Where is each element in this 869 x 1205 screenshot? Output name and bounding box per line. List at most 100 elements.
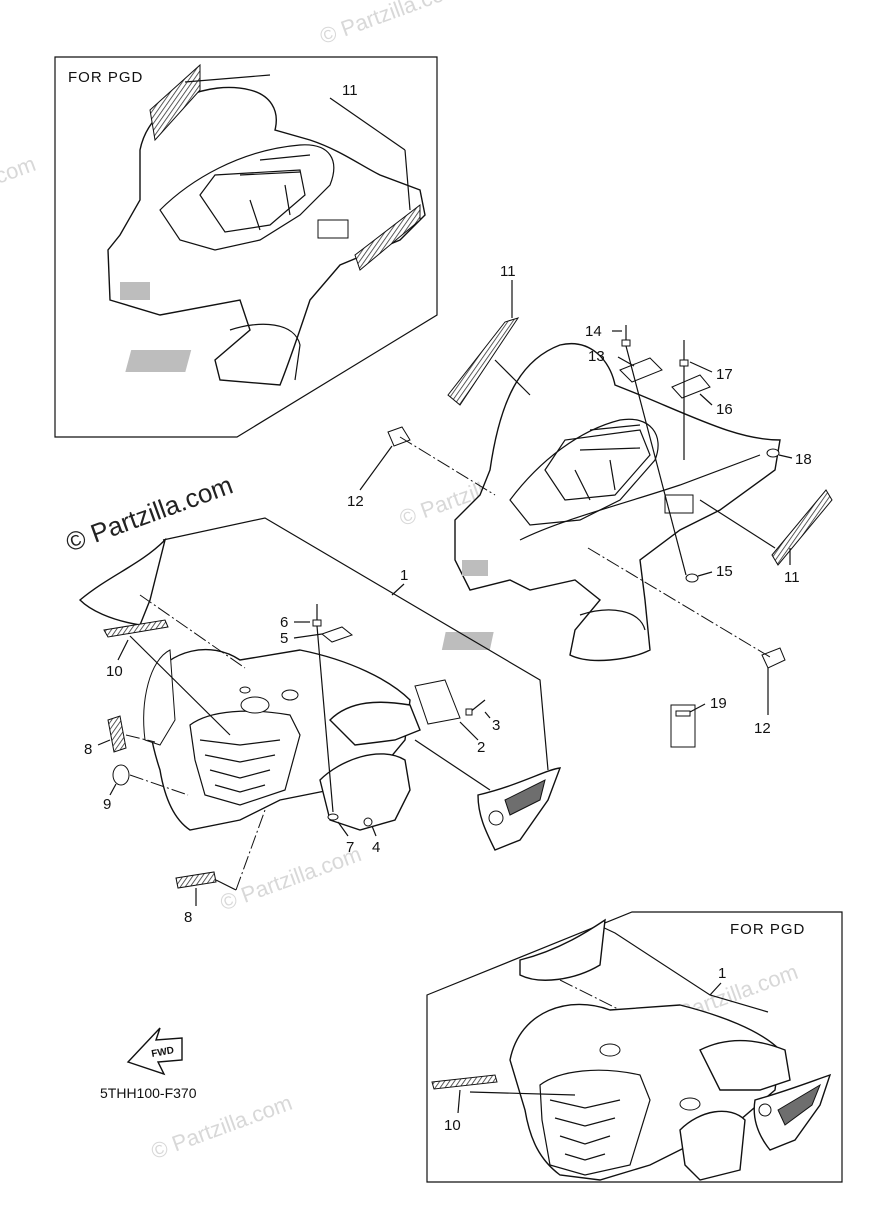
yamaha-logo	[488, 810, 504, 826]
callout-15: 15	[716, 563, 733, 580]
part-6-head	[312, 619, 322, 627]
part-4-grommet	[363, 817, 373, 827]
part-10-decal-br	[431, 1074, 498, 1090]
part-10-decal	[103, 619, 169, 638]
leader-11	[184, 74, 271, 83]
callout-6: 6	[280, 614, 288, 631]
front-panel-upper-br	[519, 918, 606, 981]
leader-8-upper	[97, 739, 111, 746]
part-7-grommet	[327, 813, 339, 821]
part-8-reflector-upper	[107, 715, 127, 753]
seat-well-main	[509, 418, 659, 526]
pgd-box-top-left: FOR PGD 11	[54, 56, 438, 438]
headlight-left	[240, 696, 270, 714]
seat-well	[159, 144, 335, 251]
front-fender-right-wing	[329, 701, 421, 746]
callout-13: 13	[588, 348, 605, 365]
leader-17	[689, 361, 713, 373]
leader-13	[617, 356, 635, 367]
leader-11-lower-b	[699, 499, 776, 549]
callout-18: 18	[795, 451, 812, 468]
callout-11-upper: 11	[500, 263, 516, 280]
callout-11: 11	[342, 82, 358, 99]
part-2-plate	[414, 679, 461, 725]
part-16-plate	[671, 374, 711, 399]
fwd-arrow-icon	[126, 1027, 183, 1076]
callout-4: 4	[372, 839, 380, 856]
leader-1-side-decal	[414, 739, 491, 791]
front-grille	[199, 739, 281, 793]
leader-10-br	[457, 1089, 461, 1114]
fastener-hole-br	[599, 1043, 621, 1057]
decal-11-lower	[771, 489, 833, 566]
part-18-grommet	[766, 448, 780, 458]
callout-1: 1	[400, 567, 408, 584]
part-13-plate	[619, 357, 663, 383]
cavity-detail-main	[574, 424, 641, 501]
callout-17: 17	[716, 366, 733, 383]
part-9-reflector-round	[112, 764, 130, 786]
fastener-hole-br-2	[679, 1097, 701, 1111]
watermark-text: © Partzilla.com	[316, 0, 464, 49]
part-5-plate	[320, 626, 354, 643]
callout-5: 5	[280, 630, 288, 647]
yfm-emblem-main	[441, 632, 494, 650]
front-side-decal-graphic-br	[777, 1083, 822, 1126]
leader-8-lower-b	[215, 879, 237, 891]
watermark-text: © Partzilla.com	[0, 151, 39, 225]
front-grille-br	[549, 1099, 621, 1161]
rear-fender-main	[454, 343, 781, 662]
callout-9: 9	[103, 796, 111, 813]
leader-1	[391, 583, 405, 596]
yfm-emblem-main-side	[462, 560, 488, 576]
callout-8-upper: 8	[84, 741, 92, 758]
callout-8-lower: 8	[184, 909, 192, 926]
callout-7: 7	[346, 839, 354, 856]
leader-3	[484, 711, 491, 719]
part-3-head	[465, 708, 473, 716]
box-1-outline	[162, 517, 549, 771]
leader-11c	[404, 149, 411, 211]
part-19-card-detail	[675, 710, 691, 717]
part-17-head	[679, 359, 689, 367]
leader-10-br-b	[469, 1091, 576, 1096]
front-fender-arch-br	[679, 1110, 746, 1181]
leader-11b	[329, 97, 406, 151]
callout-19: 19	[710, 695, 727, 712]
box-1-outline-br	[597, 924, 769, 1013]
dash-front-upper	[139, 594, 246, 669]
tag-plate-main	[664, 494, 694, 514]
callout-11-lower: 11	[784, 569, 800, 586]
dash-8-upper	[125, 734, 156, 743]
diagram-code: 5THH100-F370	[100, 1085, 197, 1101]
pgd-box-bottom-right: FOR PGD 1 10	[426, 911, 843, 1183]
tank-cavity-main	[544, 429, 651, 501]
callout-3: 3	[492, 717, 500, 734]
leader-12-upper	[359, 445, 393, 491]
leader-9	[109, 783, 117, 796]
dash-8-lower	[235, 809, 266, 891]
callout-14: 14	[585, 323, 602, 340]
front-side-decal-graphic	[504, 779, 546, 816]
yfm-emblem-side	[120, 282, 150, 300]
yfm-emblem-rear	[125, 350, 192, 372]
mudflap-edge	[579, 609, 646, 631]
callout-10-br: 10	[444, 1117, 461, 1134]
callout-16: 16	[716, 401, 733, 418]
decal-11-left	[149, 63, 201, 142]
front-fender-wing-br	[699, 1039, 791, 1091]
tank-cavity	[199, 169, 306, 233]
leader-7	[337, 821, 349, 837]
leader-10	[117, 639, 129, 661]
front-fender-right-arch	[319, 753, 411, 831]
leader-19	[689, 703, 706, 713]
pgd-box-border	[54, 56, 438, 438]
callout-2: 2	[477, 739, 485, 756]
leader-10b	[129, 635, 231, 736]
part-12-upper	[387, 426, 411, 447]
axis-14-15	[625, 345, 687, 576]
axis-6-7	[316, 625, 334, 813]
callout-12-lower: 12	[754, 720, 771, 737]
